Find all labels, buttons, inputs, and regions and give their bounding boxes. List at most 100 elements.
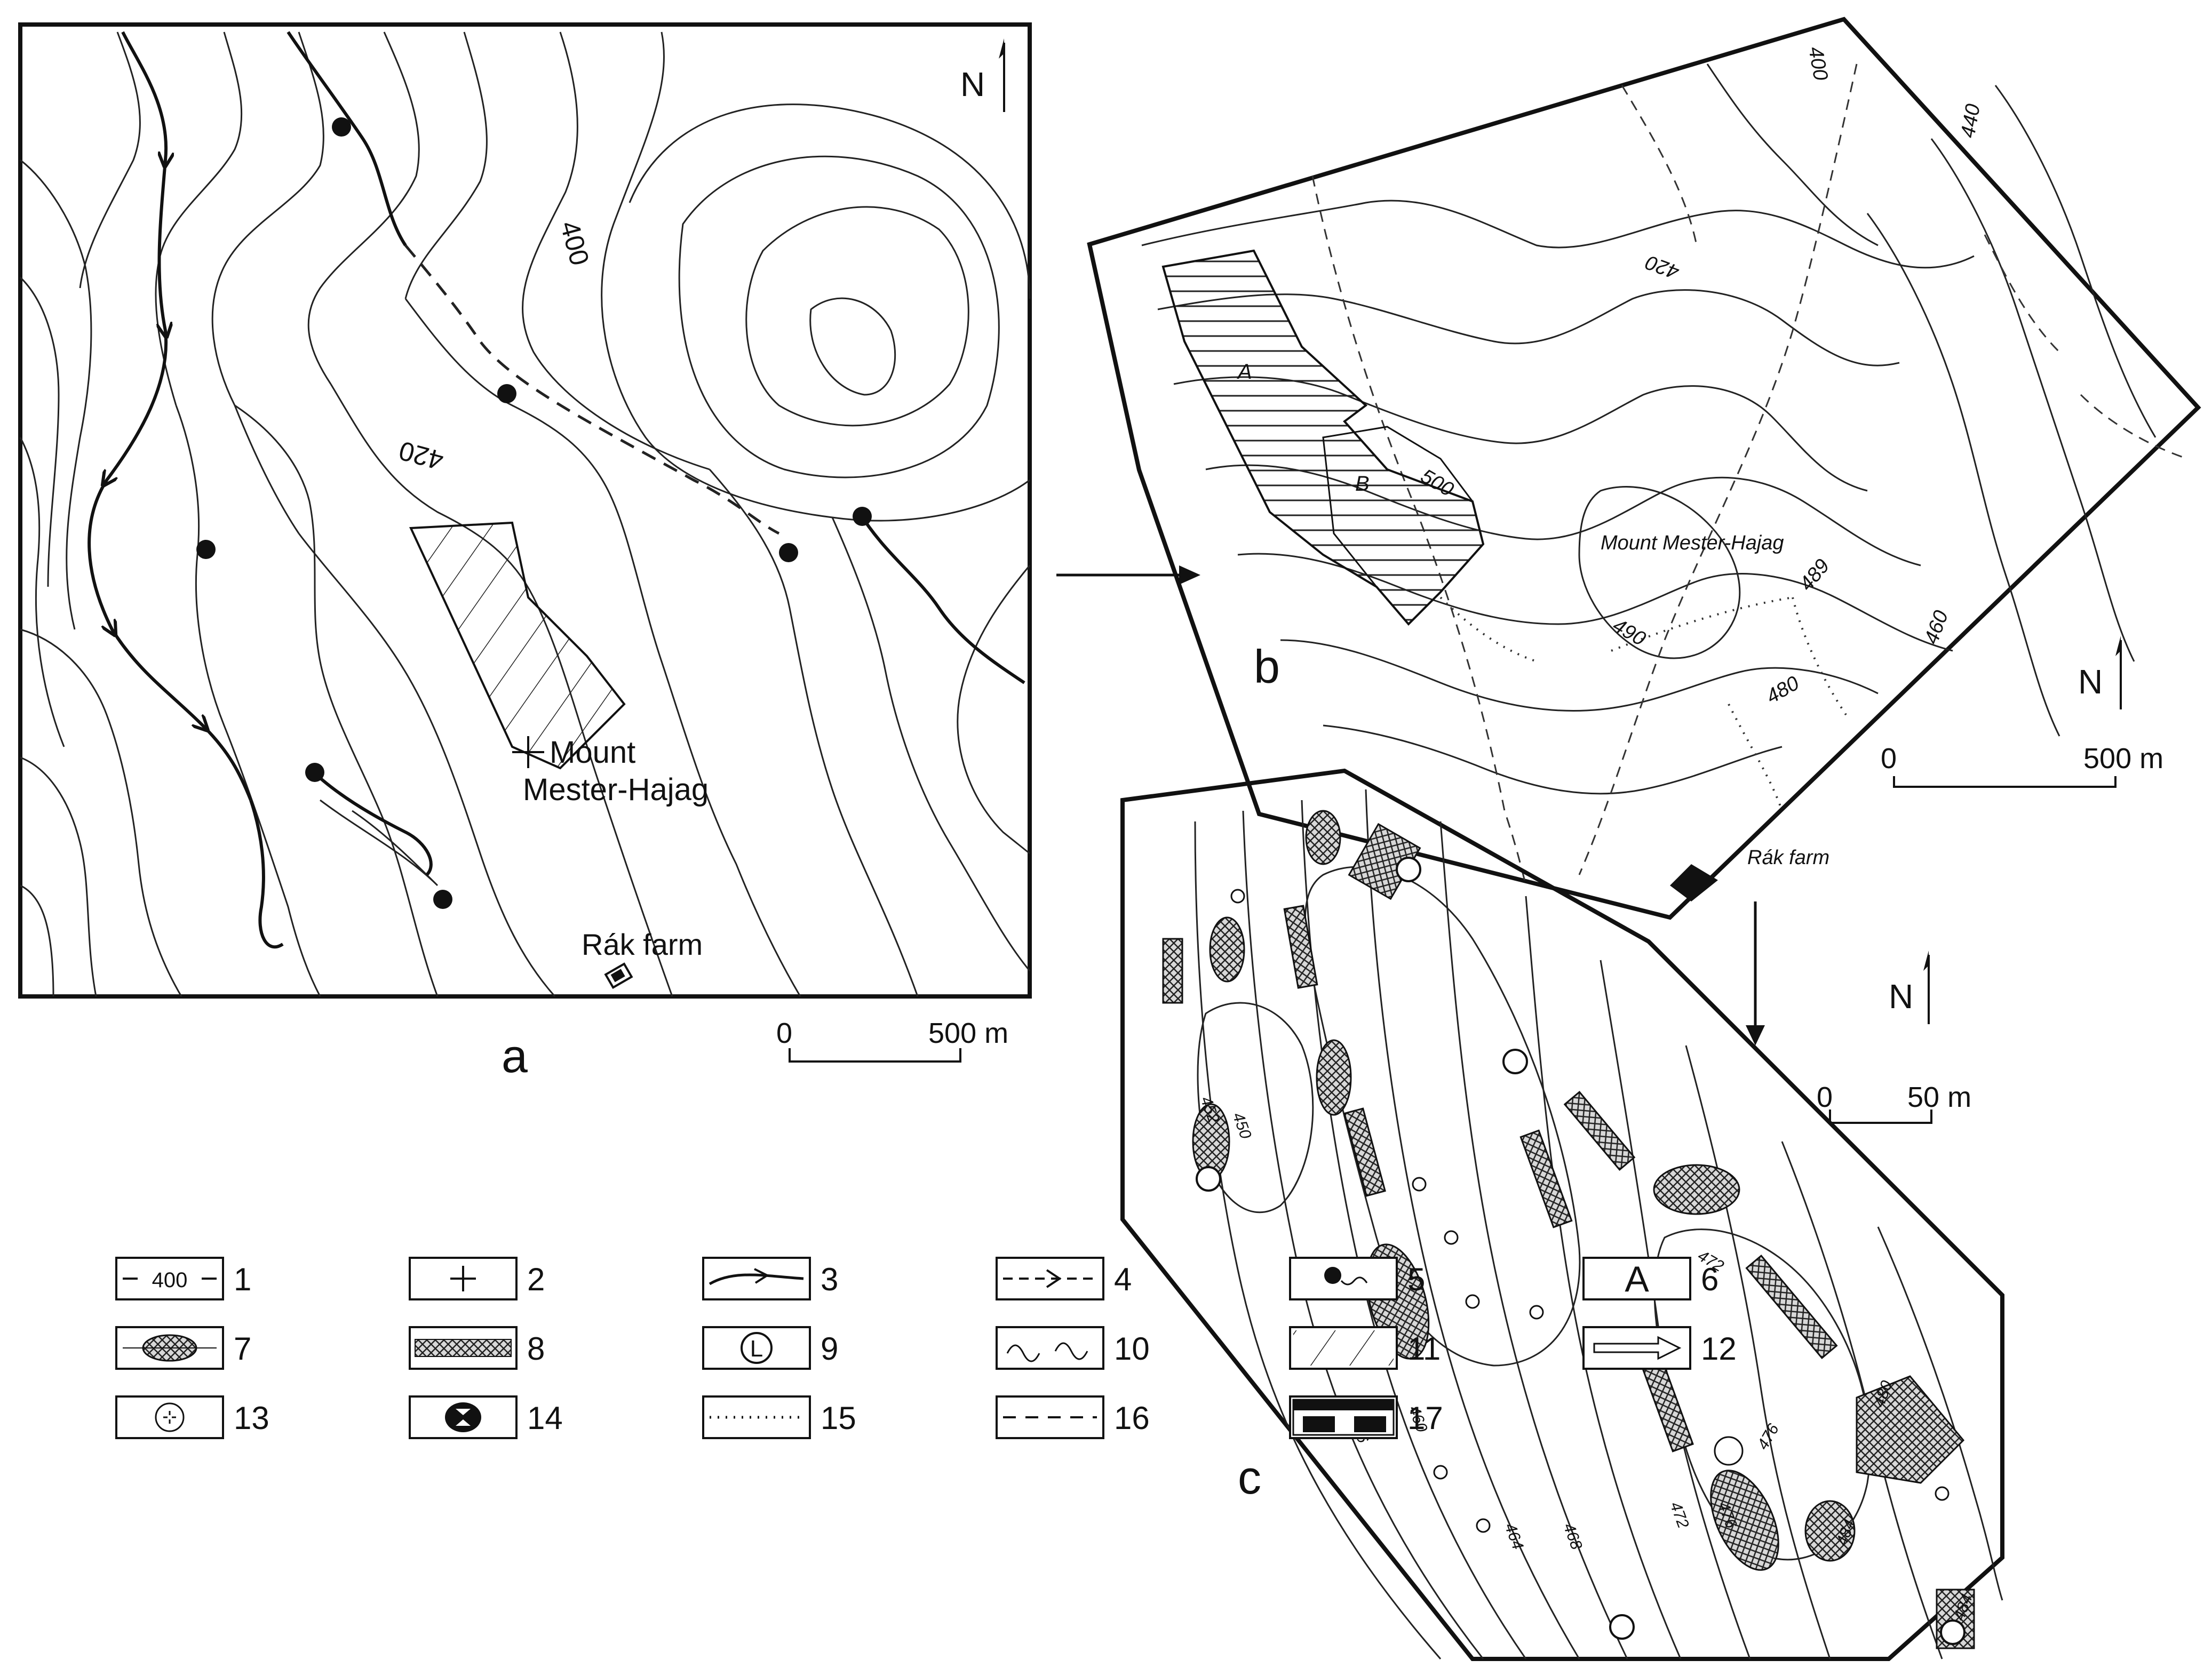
spring-icon	[433, 890, 452, 909]
panel-c-frame	[1120, 768, 2004, 1661]
circled-l-icon: L	[741, 1332, 773, 1364]
panel-c-circle-symbols	[1230, 889, 1950, 1533]
panel-b-north-arrow: N	[2078, 636, 2122, 709]
intermittent-stream-icon	[1003, 1269, 1097, 1288]
north-label: N	[960, 65, 985, 103]
panel-b-mount-label: Mount Mester-Hajag	[1601, 532, 1784, 554]
panel-c-contour-468: 468	[1559, 1521, 1585, 1552]
panel-a-mount-label-2: Mester-Hajag	[523, 772, 709, 807]
panel-c-contour-450: 450	[1229, 1110, 1254, 1142]
panel-c-circled-l-symbols	[1196, 857, 1966, 1645]
legend-item-17: 17	[1289, 1395, 1443, 1439]
panel-a-springs	[196, 117, 872, 909]
panel-b-area-b-outline	[1322, 426, 1484, 626]
panel-c-contour-464: 464	[1501, 1521, 1526, 1552]
spring-icon	[853, 507, 872, 526]
panel-a-letter: a	[502, 1029, 528, 1082]
legend-item-5: 5	[1289, 1257, 1425, 1300]
legend-number: 14	[527, 1400, 563, 1436]
panel-b-contour-420: 420	[1643, 251, 1682, 283]
legend-item-8: 8	[409, 1326, 545, 1370]
panel-b-farm-label: Rák farm	[1747, 847, 1829, 869]
legend-item-16: 16	[996, 1395, 1150, 1439]
legend-item-13: 13	[115, 1395, 269, 1439]
spring-icon	[305, 763, 324, 782]
dark-circle-with-ticks-icon	[445, 1402, 481, 1432]
cross-hatched-ellipse-icon	[123, 1334, 217, 1362]
legend-number: 9	[821, 1331, 838, 1367]
panel-a-contour-420: 420	[396, 435, 447, 476]
panel-b-dotted-lines	[1439, 596, 1847, 811]
letter-a-icon: A	[1625, 1259, 1649, 1299]
legend-item-4: 4	[996, 1257, 1132, 1300]
panel-b-contour-400: 400	[1804, 45, 1832, 82]
circle-with-ticks-icon	[155, 1402, 185, 1432]
ticked-circle-icon	[1433, 1465, 1448, 1480]
hatched-band	[1563, 1091, 1636, 1171]
panel-a-mount-label-1: Mount	[550, 735, 635, 770]
legend-number: 15	[821, 1400, 856, 1436]
legend-number: 5	[1407, 1262, 1425, 1297]
panel-c-contour-476-inner: 476	[1754, 1420, 1783, 1452]
hatched-band	[1519, 1129, 1573, 1228]
hatched-lens	[1316, 1039, 1352, 1116]
hatched-lens	[1305, 810, 1341, 865]
arrow-a-to-b	[1056, 565, 1200, 585]
panel-c-contours	[1194, 789, 2003, 1659]
panel-a-farm-label: Rák farm	[582, 928, 703, 961]
legend-number: 13	[234, 1400, 269, 1436]
north-label: N	[2078, 663, 2103, 701]
legend-number: 6	[1701, 1262, 1718, 1297]
hatched-lens	[1710, 1470, 1779, 1571]
panel-a-study-area	[409, 521, 626, 770]
panel-b-frame	[1087, 17, 2201, 920]
spring-icon	[332, 117, 351, 137]
legend-number: 17	[1407, 1400, 1443, 1436]
panel-b-contour-480: 480	[1763, 672, 1803, 708]
panel-b-letter: b	[1254, 640, 1280, 693]
panel-c: 450 452 456 460 464 468 472 476 480 484 …	[1120, 768, 2004, 1661]
ticked-circle-icon	[1476, 1518, 1491, 1533]
hatched-band	[1162, 938, 1183, 1004]
spring-icon	[1324, 1267, 1368, 1286]
legend-symbol-text: L	[750, 1336, 763, 1362]
scale-end: 500 m	[928, 1017, 1008, 1049]
hatched-lens	[1804, 1500, 1856, 1562]
spring-icon	[497, 384, 516, 403]
legend-symbol-text: 400	[152, 1268, 188, 1292]
panel-b-spot-height: 489	[1795, 555, 1834, 595]
panel-a: Mount Mester-Hajag Rák farm 400 420 N a …	[18, 22, 1032, 1082]
legend-number: 11	[1407, 1331, 1441, 1367]
arrow-b-to-c	[1746, 901, 1765, 1045]
ticked-circle-icon	[1529, 1305, 1544, 1320]
panel-a-frame	[18, 22, 1032, 999]
hatched-lens	[1653, 1164, 1740, 1215]
legend-item-2: 2	[409, 1257, 545, 1300]
scale-zero: 0	[776, 1017, 792, 1049]
ticked-circle-icon	[1465, 1294, 1480, 1309]
hatched-band	[1343, 1107, 1386, 1197]
legend-number: 8	[527, 1331, 545, 1367]
legend-number: 7	[234, 1331, 251, 1367]
ticked-circle-icon	[1230, 889, 1245, 904]
farm-building-icon	[604, 962, 633, 989]
legend-item-11: 11	[1289, 1326, 1441, 1370]
wavy-line-icon	[1006, 1342, 1088, 1362]
legend-number: 16	[1114, 1400, 1150, 1436]
summit-cross-icon	[450, 1266, 476, 1291]
legend-number: 3	[821, 1262, 838, 1297]
diagonal-hatch-icon	[1293, 1330, 1394, 1366]
hatched-band	[1745, 1255, 1838, 1359]
ticked-circle-icon	[1412, 1177, 1427, 1192]
panel-a-contour-400: 400	[554, 218, 595, 268]
legend-number: 12	[1701, 1331, 1737, 1367]
panel-b-contour-440: 440	[1957, 102, 1985, 140]
summit-cross-icon	[512, 736, 544, 768]
panel-b-contour-460: 460	[1920, 608, 1953, 647]
panel-c-north-arrow: N	[1889, 951, 1930, 1024]
panel-b-contour-490: 490	[1609, 614, 1650, 650]
panel-b-area-a-label: A	[1237, 360, 1252, 384]
